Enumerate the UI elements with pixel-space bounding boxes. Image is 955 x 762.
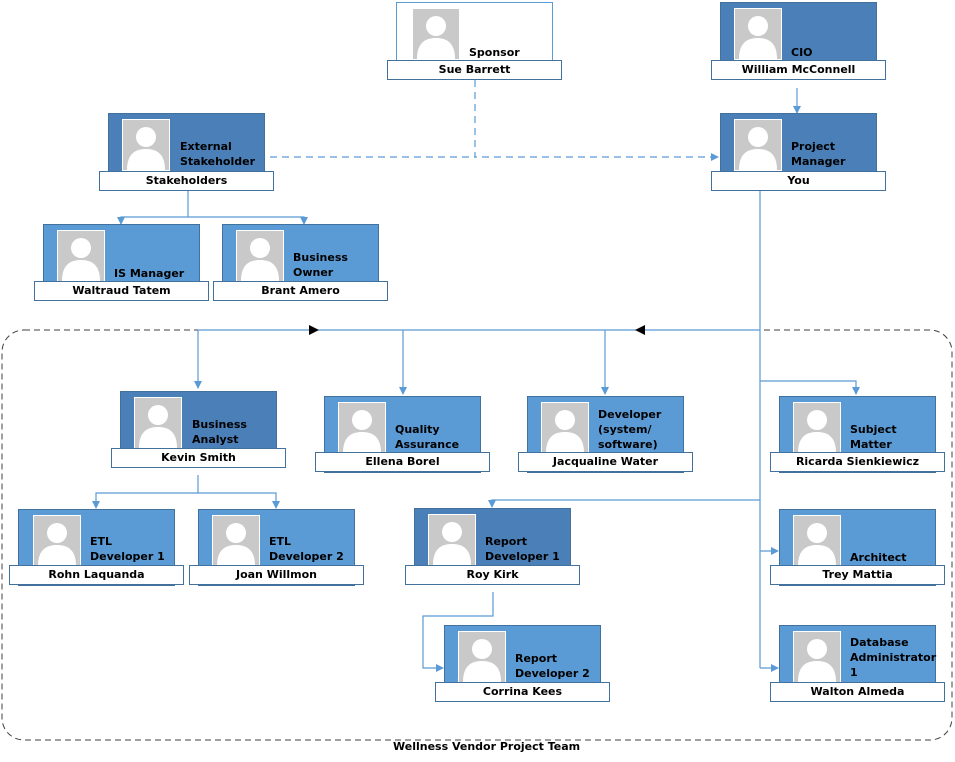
org-node-is-manager: IS Manager Waltraud Tatem (34, 224, 209, 308)
role-label: CIO (791, 46, 813, 59)
name-label: Roy Kirk (405, 565, 580, 585)
role-label: ETL Developer 1 (90, 535, 165, 563)
person-placeholder-icon (338, 402, 386, 454)
person-placeholder-icon (412, 8, 460, 60)
name-label: Sue Barrett (387, 60, 562, 80)
role-label: Business Analyst (192, 418, 247, 446)
role-label: Quality Assurance (395, 423, 460, 451)
org-node-business-analyst: Business Analyst Kevin Smith (111, 391, 286, 475)
name-label: Walton Almeda (770, 682, 945, 702)
org-node-architect: Architect Trey Mattia (770, 509, 945, 593)
org-node-etl-developer-2: ETL Developer 2 Joan Willmon (189, 509, 364, 593)
role-label: Project Manager (791, 140, 846, 168)
name-label: Ricarda Sienkiewicz (770, 452, 945, 472)
person-placeholder-icon (793, 515, 841, 567)
name-label: William McConnell (711, 60, 886, 80)
role-label: External Stakeholder (180, 140, 256, 168)
person-placeholder-icon (57, 230, 105, 282)
org-node-database-administrator: Database Administrator 1 Walton Almeda (770, 625, 945, 709)
person-placeholder-icon (734, 119, 782, 171)
name-label: Rohn Laquanda (9, 565, 184, 585)
role-label: Database Administrator 1 (850, 636, 937, 679)
person-placeholder-icon (236, 230, 284, 282)
role-label: Report Developer 2 (515, 652, 590, 680)
person-placeholder-icon (458, 631, 506, 683)
role-label: ETL Developer 2 (269, 535, 344, 563)
role-label: Business Owner (293, 251, 348, 279)
org-node-quality-assurance: Quality Assurance Ellena Borel (315, 396, 490, 480)
sponsor-to-pm-line (474, 80, 719, 161)
org-node-report-developer-2: Report Developer 2 Corrina Kees (435, 625, 610, 709)
name-label: Waltraud Tatem (34, 281, 209, 301)
org-node-sponsor: Sponsor Sue Barrett (387, 2, 562, 86)
org-node-subject-matter-expert: Subject Matter Expert Ricarda Sienkiewic… (770, 396, 945, 480)
person-placeholder-icon (33, 515, 81, 567)
org-node-developer: Developer (system/ software) Jacqualine … (518, 396, 693, 480)
org-node-etl-developer-1: ETL Developer 1 Rohn Laquanda (9, 509, 184, 593)
name-label: Stakeholders (99, 171, 274, 191)
person-placeholder-icon (793, 631, 841, 683)
name-label: Ellena Borel (315, 452, 490, 472)
name-label: You (711, 171, 886, 191)
org-node-business-owner: Business Owner Brant Amero (213, 224, 388, 308)
person-placeholder-icon (122, 119, 170, 171)
name-label: Trey Mattia (770, 565, 945, 585)
role-label: Report Developer 1 (485, 535, 560, 563)
name-label: Brant Amero (213, 281, 388, 301)
person-placeholder-icon (734, 8, 782, 60)
name-label: Corrina Kees (435, 682, 610, 702)
person-placeholder-icon (793, 402, 841, 454)
person-placeholder-icon (428, 514, 476, 566)
role-label: IS Manager (114, 267, 185, 280)
role-label: Architect (850, 551, 907, 564)
org-node-cio: CIO William McConnell (711, 2, 886, 86)
team-label: Wellness Vendor Project Team (393, 740, 581, 753)
person-placeholder-icon (212, 515, 260, 567)
org-node-report-developer-1: Report Developer 1 Roy Kirk (405, 508, 580, 592)
person-placeholder-icon (541, 402, 589, 454)
org-node-external-stakeholder: External Stakeholder Stakeholders (99, 113, 274, 197)
name-label: Joan Willmon (189, 565, 364, 585)
org-node-project-manager: Project Manager You (711, 113, 886, 197)
name-label: Jacqualine Water (518, 452, 693, 472)
person-placeholder-icon (134, 397, 182, 449)
name-label: Kevin Smith (111, 448, 286, 468)
role-label: Developer (system/ software) (598, 408, 662, 451)
role-label: Sponsor (469, 46, 520, 59)
